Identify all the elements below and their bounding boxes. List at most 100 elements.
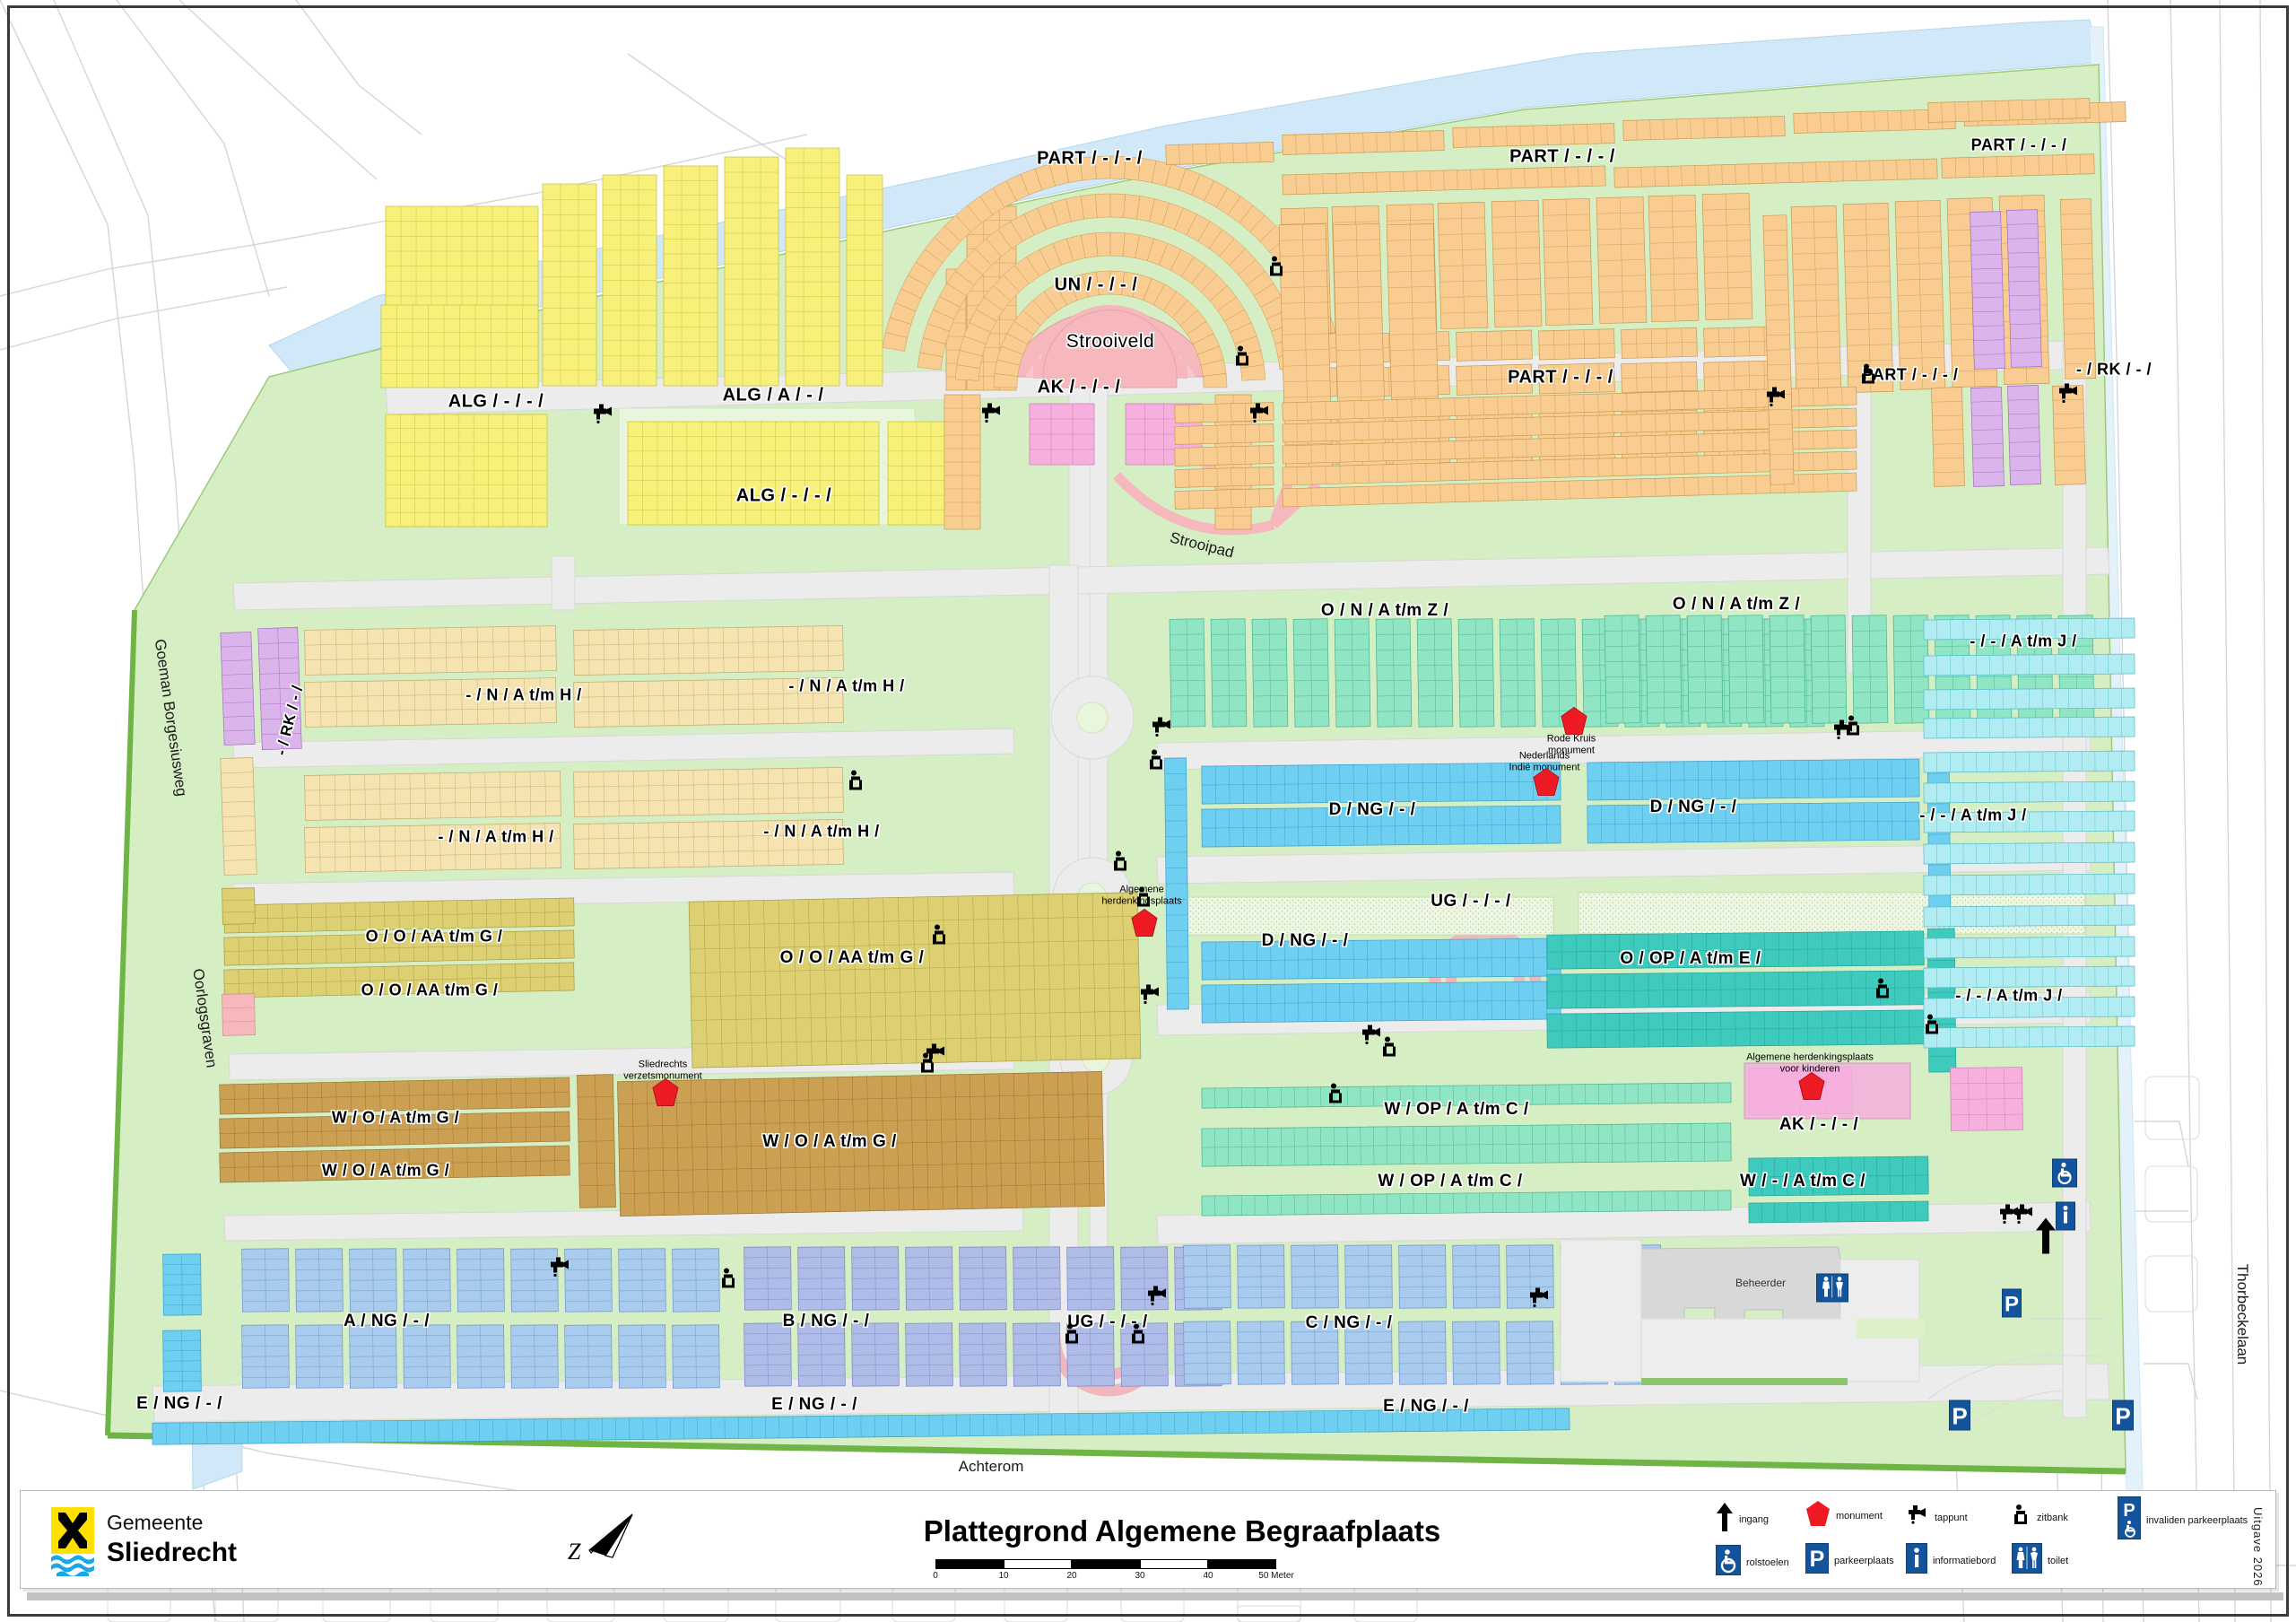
on-mint-column <box>1251 618 1289 728</box>
municipality-name: Sliedrecht <box>107 1538 238 1567</box>
part-strip <box>1174 445 1274 467</box>
c-ng-block <box>1452 1244 1500 1309</box>
n-beige-block <box>573 819 844 869</box>
on-mint-column <box>1604 615 1641 724</box>
c-ng-block <box>1291 1321 1339 1385</box>
wo-brown-block <box>577 1074 616 1208</box>
wo-brown-block <box>219 1077 570 1115</box>
b-ng-block <box>959 1322 1007 1387</box>
scale-bar-tick: 30 <box>1135 1571 1145 1581</box>
on-mint-column <box>1892 615 1930 724</box>
part-block <box>1456 363 1533 396</box>
part-block <box>1621 327 1698 359</box>
footer-shadow <box>27 1592 2283 1600</box>
scale-bar-tick: 20 <box>1066 1571 1077 1581</box>
dng-blue-block <box>1201 937 1561 981</box>
bench-icon <box>1873 978 1894 1006</box>
bench-icon <box>1110 850 1132 878</box>
n-beige-block <box>573 677 844 728</box>
strooiveld-ring-4 <box>882 155 1339 352</box>
toilet-sign-icon <box>1816 1273 1848 1307</box>
bench-icon <box>2012 1504 2031 1531</box>
legend-item: monument <box>1805 1500 1883 1531</box>
alg-yellow-block <box>724 156 779 387</box>
alg-yellow-block <box>846 174 883 387</box>
on-mint-column <box>1416 618 1454 728</box>
tap-icon <box>1764 385 1787 413</box>
part-strip <box>1282 165 1606 196</box>
c-ng-block <box>1506 1321 1554 1385</box>
n-beige-block <box>573 625 844 676</box>
a-ng-block <box>564 1248 613 1312</box>
part-block <box>1790 205 1842 397</box>
j-cyan-row <box>1923 617 2135 641</box>
svg-text:P: P <box>1952 1403 1967 1430</box>
j-cyan-row <box>1923 996 2135 1019</box>
b-ng-block <box>851 1322 900 1387</box>
part-block <box>1703 326 1780 358</box>
part-top-strip <box>1622 116 1786 141</box>
part-block <box>1931 387 1965 487</box>
part-top-strip <box>1452 123 1615 148</box>
scale-bar-tick: 40 <box>1203 1571 1213 1581</box>
j-cyan-row <box>1923 936 2135 959</box>
legend-item: informatiebord <box>1906 1543 1996 1578</box>
c-ng-block <box>1398 1321 1447 1385</box>
bench-icon <box>1326 1083 1347 1111</box>
monument-pentagon-icon <box>1798 1071 1825 1105</box>
n-beige-block <box>573 767 844 817</box>
b-ng-block <box>959 1246 1007 1311</box>
legend-item: zitbank <box>2012 1504 2068 1531</box>
map-footer-panel: Gemeente Sliedrecht Z Plattegrond Algeme… <box>20 1490 2276 1589</box>
gravel-strip-left <box>1167 896 1554 936</box>
dng-blue-block <box>1201 981 1561 1024</box>
c-ng-block <box>1183 1321 1231 1385</box>
ak-pink-block <box>1950 1067 2023 1131</box>
alg-yellow-block <box>627 421 880 526</box>
part-top-strip <box>1282 130 1445 155</box>
part-block <box>1894 199 1946 391</box>
part-strip <box>1282 407 1857 443</box>
on-mint-column <box>1645 615 1683 724</box>
scale-bar-tick: 0 <box>933 1571 938 1581</box>
a-ng-block <box>349 1248 397 1312</box>
a-ng-block <box>403 1248 451 1312</box>
n-beige-block <box>220 757 257 876</box>
oo-khaki-tail <box>222 887 256 925</box>
c-ng-block <box>1237 1321 1285 1385</box>
monument-pentagon-icon <box>1805 1500 1831 1531</box>
svg-text:P: P <box>2123 1501 2135 1521</box>
wheelchair-sign-icon <box>2052 1158 2077 1192</box>
parking-sign-icon: P <box>1949 1400 1970 1435</box>
part-strip <box>1174 423 1274 445</box>
scale-bar-segment <box>1208 1559 1276 1569</box>
rk-purple-block <box>257 626 302 751</box>
on-mint-column <box>1686 615 1724 724</box>
bench-icon <box>1062 1323 1083 1351</box>
c-ng-block <box>1291 1244 1339 1309</box>
parking-sign-icon: P <box>1805 1543 1829 1578</box>
part-block <box>1701 192 1753 321</box>
part-block <box>1538 328 1615 361</box>
part-strip <box>1941 153 2095 179</box>
b-ng-block <box>905 1322 953 1387</box>
on-mint-column <box>1769 615 1806 724</box>
n-beige-block <box>304 823 561 873</box>
ng-edge-block <box>162 1253 202 1316</box>
alg-yellow-block <box>785 147 840 387</box>
crest-x-glyph <box>58 1513 87 1548</box>
b-ng-block <box>797 1322 846 1387</box>
a-ng-block <box>510 1248 559 1312</box>
bench-icon <box>1232 345 1254 373</box>
part-block <box>1491 199 1543 328</box>
bench-icon <box>1266 256 1288 283</box>
c-ng-block <box>1237 1244 1285 1309</box>
a-ng-block <box>241 1248 290 1312</box>
on-mint-column <box>1810 615 1848 724</box>
j-cyan-row <box>1923 1025 2135 1049</box>
oo-khaki-block <box>223 962 575 998</box>
b-ng-block <box>905 1246 953 1311</box>
part-strip <box>1174 402 1274 423</box>
parking-lot-outlines <box>1927 1318 2104 1441</box>
